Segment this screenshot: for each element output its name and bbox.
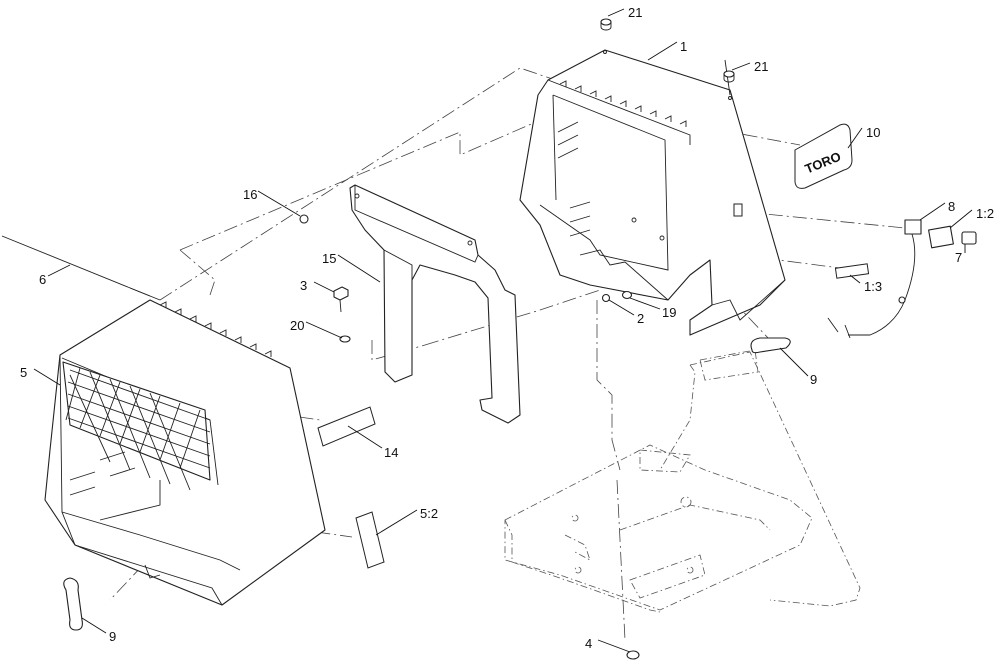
callout-label: 21 xyxy=(754,59,768,74)
part-6-rod xyxy=(1,235,161,301)
callout-label: 1 xyxy=(680,39,687,54)
leader-lines xyxy=(33,8,973,653)
part-19-washer xyxy=(621,290,633,300)
part-14-decal xyxy=(317,406,376,447)
part-20-washer xyxy=(339,335,351,343)
part-9-clip-upper xyxy=(750,337,791,354)
part-21-button-a xyxy=(600,18,612,31)
callout-label: 1:2 xyxy=(976,206,994,221)
part-5-lower-housing xyxy=(44,299,326,606)
callout-label: 4 xyxy=(585,636,592,651)
part-1-3-decal xyxy=(834,263,870,279)
part-5-2-decal xyxy=(355,511,385,569)
callout-label: 16 xyxy=(243,187,257,202)
callout-label: 15 xyxy=(322,251,336,266)
part-3-bolt xyxy=(333,286,349,313)
small-parts xyxy=(63,18,977,660)
callout-label: 10 xyxy=(866,125,880,140)
wire-harness xyxy=(827,233,916,339)
part-15-mounting-bracket xyxy=(349,184,521,424)
part-2-nut xyxy=(601,293,611,303)
callout-label: 3 xyxy=(300,278,307,293)
callout-label: 7 xyxy=(955,250,962,265)
part-7-rocker xyxy=(961,231,977,245)
part-21-button-b xyxy=(723,70,735,83)
callout-label: 20 xyxy=(290,318,304,333)
callout-label: 19 xyxy=(662,305,676,320)
part-10-toro-decal: TORO xyxy=(794,123,853,189)
phantom-chassis xyxy=(504,349,861,613)
callout-label: 1:3 xyxy=(864,279,882,294)
part-8-switch xyxy=(904,219,922,235)
callout-label: 21 xyxy=(628,5,642,20)
part-1-upper-shroud xyxy=(519,49,786,336)
callout-label: 9 xyxy=(109,629,116,644)
part-9-clip-lower xyxy=(63,577,83,631)
part-4-nut xyxy=(626,650,640,660)
callout-label: 2 xyxy=(637,311,644,326)
callout-label: 14 xyxy=(384,445,398,460)
callout-label: 5 xyxy=(20,365,27,380)
callout-labels: 21 1 21 10 16 8 1:2 15 7 6 3 1:3 19 2 20 5 9 14 5:2 9 4 xyxy=(20,5,994,651)
decals: TORO xyxy=(317,123,870,569)
part-1-2-bezel xyxy=(928,225,954,249)
callout-label: 6 xyxy=(39,272,46,287)
callout-label: 5:2 xyxy=(420,506,438,521)
callout-label: 9 xyxy=(810,372,817,387)
part-16-nut xyxy=(299,214,309,224)
callout-label: 8 xyxy=(948,199,955,214)
